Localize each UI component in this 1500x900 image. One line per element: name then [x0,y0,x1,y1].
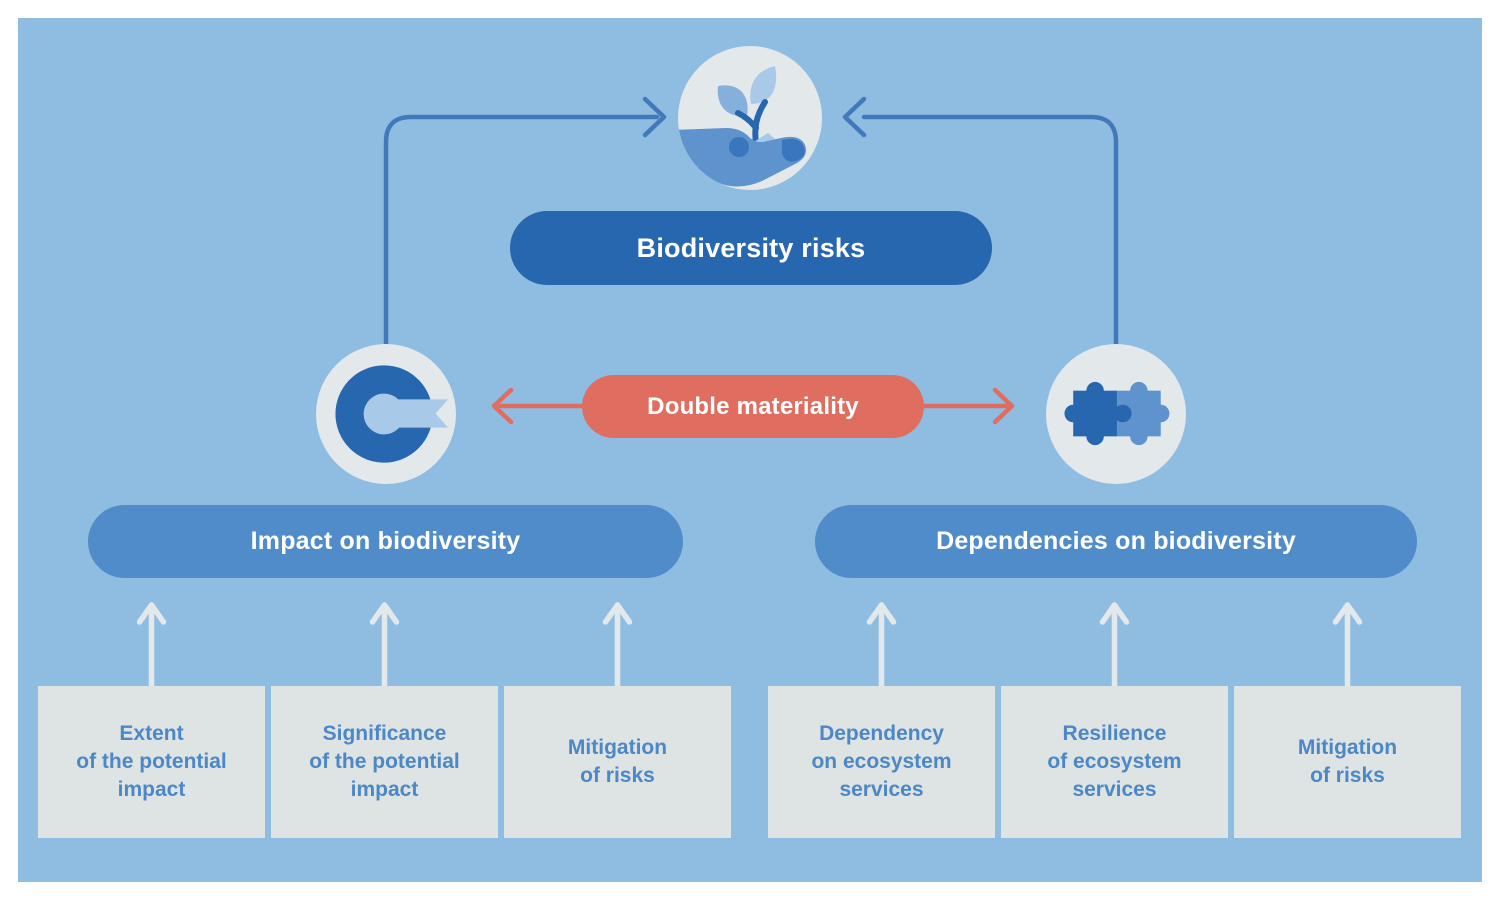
up-arrow-4-head-icon [866,602,897,625]
connector-left-to-top [383,114,660,351]
up-arrow-3-head-icon [602,602,633,625]
factor-box-label: Resilience of ecosystem services [1047,722,1182,801]
node-dependencies-on-biodiversity: Dependencies on biodiversity [815,505,1417,578]
factor-box-label: Extent of the potential impact [76,722,227,801]
materiality-arrow-left-head-icon [491,387,514,425]
factor-box-extent: Extent of the potential impact [38,686,265,838]
factor-box-dependency: Dependency on ecosystem services [768,686,995,838]
node-biodiversity-risks: Biodiversity risks [510,211,992,285]
up-arrow-6-head-icon [1332,602,1363,625]
connector-left-arrowhead-icon [642,96,667,138]
factor-box-resilience: Resilience of ecosystem services [1001,686,1228,838]
up-arrow-1-head-icon [136,602,167,625]
materiality-arrow-right-head-icon [992,387,1015,425]
diagram-canvas: Biodiversity risks Double materiality [18,18,1482,882]
factor-box-significance: Significance of the potential impact [271,686,498,838]
factor-box-mitigation-impact: Mitigation of risks [504,686,731,838]
up-arrow-2-head-icon [369,602,400,625]
node-impact-on-biodiversity: Impact on biodiversity [88,505,683,578]
impact-target-art [335,365,449,463]
hand-holding-plant-icon [678,46,822,190]
connector-right-to-top [861,114,1119,351]
node-double-materiality: Double materiality [582,375,924,438]
puzzle-pieces-art [1064,381,1170,446]
factor-box-label: Mitigation of risks [567,736,668,787]
factor-box-mitigation-deps: Mitigation of risks [1234,686,1461,838]
up-arrow-5-head-icon [1099,602,1130,625]
factor-box-label: Mitigation of risks [1297,736,1398,787]
puzzle-pieces-icon [1046,344,1186,484]
factor-box-label: Dependency on ecosystem services [811,722,952,801]
factor-box-label: Significance of the potential impact [309,722,460,801]
impact-target-icon [316,344,456,484]
connector-right-arrowhead-icon [842,96,867,138]
connector-layer [136,96,1363,691]
hand-holding-plant-art [678,66,806,187]
